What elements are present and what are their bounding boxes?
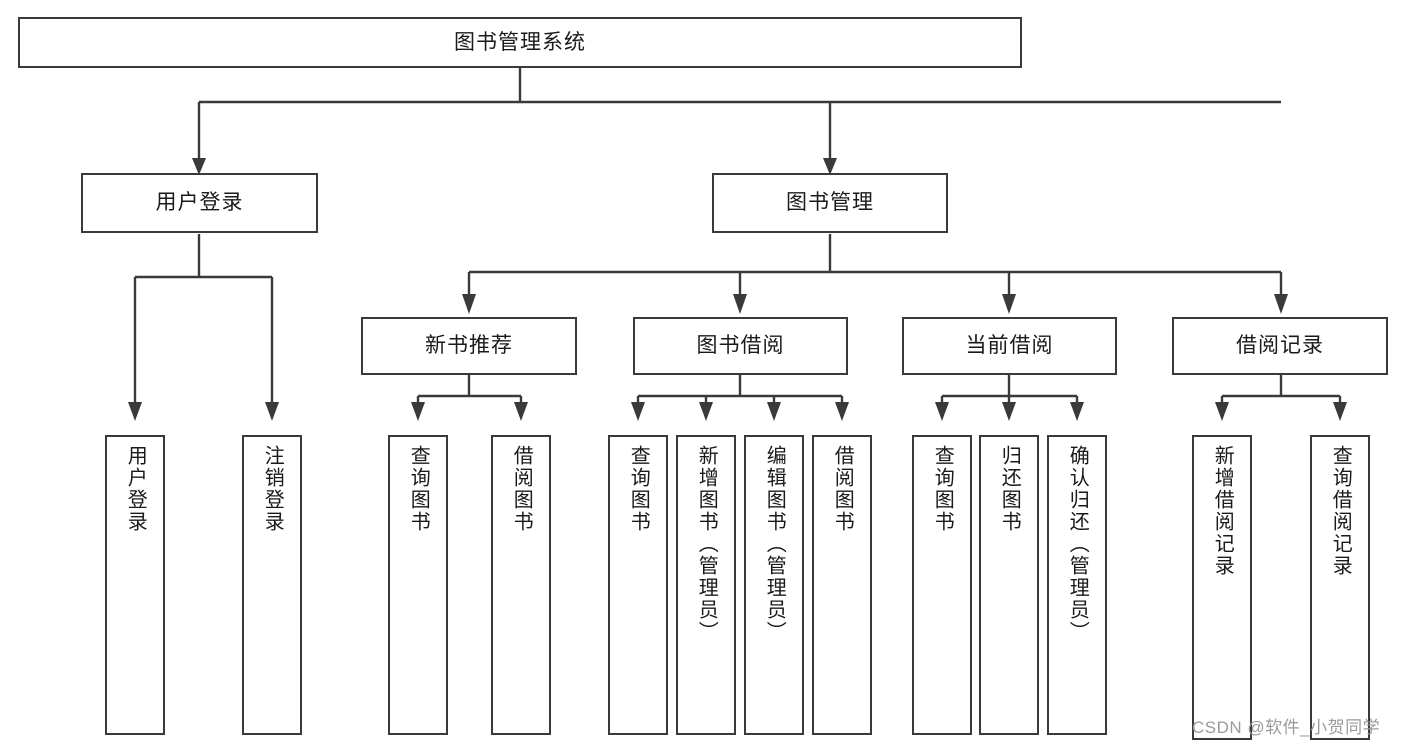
node-new-book-recommend-label: 新书推荐 — [425, 334, 513, 358]
leaf-user-login-signout[interactable]: 注销登录 — [242, 435, 302, 735]
node-book-management[interactable]: 图书管理 — [712, 173, 948, 233]
leaf-record-query-record[interactable]: 查询借阅记录 — [1310, 435, 1370, 740]
node-new-book-recommend[interactable]: 新书推荐 — [361, 317, 577, 375]
leaf-borrow-query-book-label: 查询图书 — [627, 445, 650, 533]
leaf-user-login-signin-label: 用户登录 — [124, 445, 147, 533]
leaf-current-confirm-return-label: 确认归还（管理员） — [1066, 445, 1089, 643]
leaf-recommend-borrow-book-label: 借阅图书 — [510, 445, 533, 533]
node-book-management-label: 图书管理 — [786, 191, 874, 215]
node-book-borrow[interactable]: 图书借阅 — [633, 317, 848, 375]
leaf-current-confirm-return[interactable]: 确认归还（管理员） — [1047, 435, 1107, 735]
node-borrow-record-label: 借阅记录 — [1236, 334, 1324, 358]
leaf-recommend-query-book-label: 查询图书 — [407, 445, 430, 533]
leaf-borrow-add-book[interactable]: 新增图书（管理员） — [676, 435, 736, 735]
leaf-user-login-signin[interactable]: 用户登录 — [105, 435, 165, 735]
node-book-borrow-label: 图书借阅 — [696, 334, 785, 358]
leaf-borrow-add-book-label: 新增图书（管理员） — [695, 445, 718, 643]
leaf-current-query-book[interactable]: 查询图书 — [912, 435, 972, 735]
leaf-current-query-book-label: 查询图书 — [931, 445, 954, 533]
leaf-borrow-query-book[interactable]: 查询图书 — [608, 435, 668, 735]
leaf-record-add-record-label: 新增借阅记录 — [1211, 445, 1234, 577]
node-user-login[interactable]: 用户登录 — [81, 173, 318, 233]
node-root[interactable]: 图书管理系统 — [18, 17, 1022, 68]
leaf-record-add-record[interactable]: 新增借阅记录 — [1192, 435, 1252, 740]
node-user-login-label: 用户登录 — [155, 191, 244, 215]
leaf-borrow-borrow-book-label: 借阅图书 — [831, 445, 854, 533]
node-current-borrow-label: 当前借阅 — [965, 334, 1054, 358]
leaf-user-login-signout-label: 注销登录 — [261, 445, 284, 533]
node-current-borrow[interactable]: 当前借阅 — [902, 317, 1117, 375]
leaf-current-return-book[interactable]: 归还图书 — [979, 435, 1039, 735]
node-root-label: 图书管理系统 — [454, 30, 586, 54]
leaf-recommend-query-book[interactable]: 查询图书 — [388, 435, 448, 735]
leaf-recommend-borrow-book[interactable]: 借阅图书 — [491, 435, 551, 735]
leaf-record-query-record-label: 查询借阅记录 — [1329, 445, 1352, 577]
leaf-borrow-edit-book-label: 编辑图书（管理员） — [763, 445, 786, 643]
leaf-borrow-edit-book[interactable]: 编辑图书（管理员） — [744, 435, 804, 735]
leaf-borrow-borrow-book[interactable]: 借阅图书 — [812, 435, 872, 735]
node-borrow-record[interactable]: 借阅记录 — [1172, 317, 1388, 375]
watermark: CSDN @软件_小贺同学 — [1192, 718, 1381, 737]
leaf-current-return-book-label: 归还图书 — [998, 445, 1021, 533]
